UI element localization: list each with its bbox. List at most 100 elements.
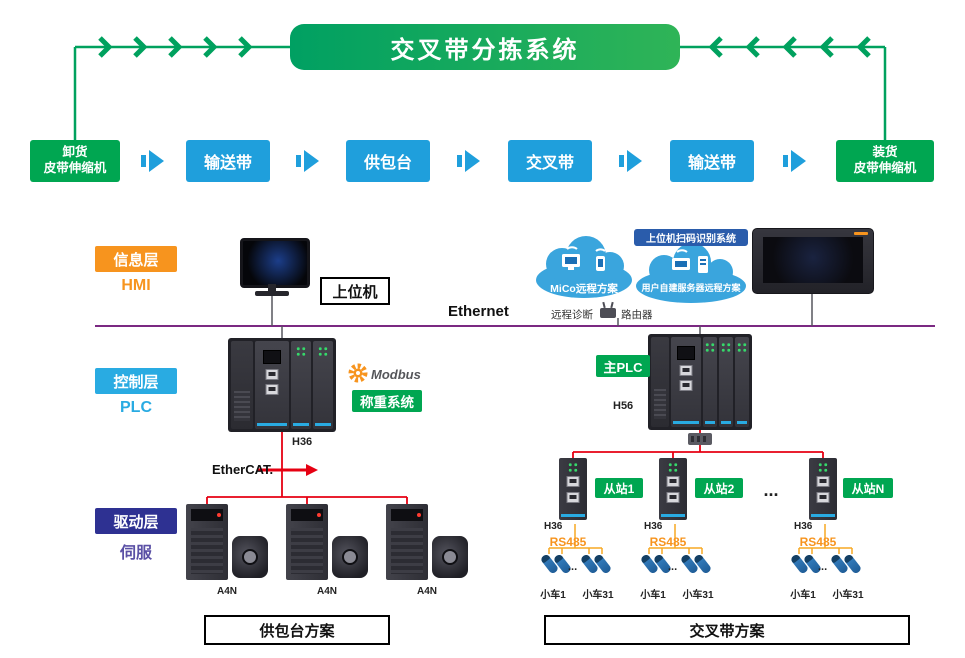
router-icon xyxy=(600,308,616,318)
flow-arrow-icon xyxy=(141,150,165,172)
feeding-plan-label: 供包台方案 xyxy=(204,615,390,645)
hmi-touch-panel xyxy=(752,228,874,294)
layer-info-sub: HMI xyxy=(121,277,151,294)
ethernet-port xyxy=(816,476,830,487)
plc-io-module xyxy=(735,337,749,427)
mico-cloud-icon xyxy=(536,236,632,298)
layer-drive-sub: 伺服 xyxy=(119,545,152,562)
host-pc-monitor xyxy=(240,238,310,288)
flow-node-conveyor-2: 输送带 xyxy=(670,140,754,182)
ethernet-port xyxy=(666,476,680,487)
status-leds xyxy=(736,342,748,353)
module-stripe xyxy=(561,514,585,517)
cars-ellipsis: ... xyxy=(668,561,678,573)
slave1-bus-label: RS485 xyxy=(549,535,587,549)
ethernet-port xyxy=(265,369,279,380)
plc-io-module xyxy=(703,337,717,427)
slave2-bus-label: RS485 xyxy=(649,535,687,549)
cars-ellipsis: ... xyxy=(818,561,828,573)
servo-motor xyxy=(332,536,368,578)
cars-ellipsis: ... xyxy=(568,561,578,573)
left-plc-rack xyxy=(228,338,336,432)
hmi-brand-logo xyxy=(854,232,868,235)
module-stripe xyxy=(705,421,715,424)
status-leds xyxy=(567,462,579,473)
slaveN-label: 从站N xyxy=(843,478,893,498)
car-last-label: 小车31 xyxy=(832,590,864,601)
slave2-model: H36 xyxy=(644,521,663,532)
slave-station xyxy=(559,458,587,520)
drive-model: A4N xyxy=(216,586,237,597)
ethernet-port xyxy=(816,492,830,503)
drive-display xyxy=(391,509,423,521)
monitor-base xyxy=(255,291,289,296)
servo-motor xyxy=(432,536,468,578)
scan-system-label: 上位机扫码识别系统 xyxy=(634,229,748,246)
flow-arrow-icon xyxy=(783,150,807,172)
mico-cloud-label: MiCo远程方案 xyxy=(550,283,618,295)
flow-node-load: 装货 皮带伸缩机 xyxy=(836,140,934,182)
flow-node-load-line1: 装货 xyxy=(872,145,898,160)
slave-station xyxy=(809,458,837,520)
servo-drive xyxy=(186,504,228,580)
slave1-model: H36 xyxy=(544,521,563,532)
car-first-label: 小车1 xyxy=(540,590,566,601)
servo-motor xyxy=(232,536,268,578)
modbus-gear-icon xyxy=(348,363,368,383)
module-stripe xyxy=(257,423,287,426)
flow-node-unload-line2: 皮带伸缩机 xyxy=(43,161,107,175)
status-leds xyxy=(704,342,716,353)
flow-arrow-icon xyxy=(296,150,320,172)
drive-display xyxy=(191,509,223,521)
layer-control-box: 控制层 xyxy=(95,368,177,394)
status-leds xyxy=(295,346,307,357)
server-device-icons xyxy=(672,249,708,273)
slave-station xyxy=(659,458,687,520)
flow-node-unload: 卸货 皮带伸缩机 xyxy=(30,140,120,182)
flow-arrow-icon xyxy=(619,150,643,172)
plc-cpu-module xyxy=(255,341,289,429)
module-stripe xyxy=(811,514,835,517)
ethercat-label: EtherCAT. xyxy=(212,462,274,477)
weighing-system-label: 称重系统 xyxy=(352,390,422,412)
car-first-label: 小车1 xyxy=(790,590,816,601)
psu-vents xyxy=(234,391,250,421)
status-leds xyxy=(317,346,329,357)
drive-model: A4N xyxy=(416,586,437,597)
ethernet-label: Ethernet xyxy=(448,303,509,320)
module-stripe xyxy=(673,421,699,424)
modbus-label: Modbus xyxy=(371,367,421,382)
plc-io-module xyxy=(313,341,333,429)
drive-model: A4N xyxy=(316,586,337,597)
drive-vents xyxy=(391,528,423,574)
hmi-screen xyxy=(763,237,863,283)
remote-diagnosis-label: 远程诊断 xyxy=(551,309,593,321)
layer-info-box: 信息层 xyxy=(95,246,177,272)
cpu-display xyxy=(263,350,281,364)
ethernet-port xyxy=(265,384,279,395)
router-label: 路由器 xyxy=(621,309,653,321)
ethernet-port xyxy=(566,492,580,503)
slaves-ellipsis: ... xyxy=(763,480,779,500)
slaveN-bus-label: RS485 xyxy=(799,535,837,549)
status-leds xyxy=(817,462,829,473)
ethernet-port xyxy=(679,380,693,391)
module-stripe xyxy=(315,423,331,426)
drive-display xyxy=(291,509,323,521)
ethernet-port xyxy=(679,365,693,376)
slaveN-model: H36 xyxy=(794,521,813,532)
main-plc-model: H56 xyxy=(613,400,634,412)
servo-drive xyxy=(386,504,428,580)
plc-cpu-module xyxy=(671,337,701,427)
monitor-stand xyxy=(268,284,276,291)
flow-arrow-icon xyxy=(457,150,481,172)
status-leds xyxy=(720,342,732,353)
plc-io-module xyxy=(719,337,733,427)
module-stripe xyxy=(721,421,731,424)
car-last-label: 小车31 xyxy=(582,590,614,601)
drive-vents xyxy=(191,528,223,574)
ethernet-port xyxy=(666,492,680,503)
status-leds xyxy=(667,462,679,473)
slave2-label: 从站2 xyxy=(695,478,743,498)
